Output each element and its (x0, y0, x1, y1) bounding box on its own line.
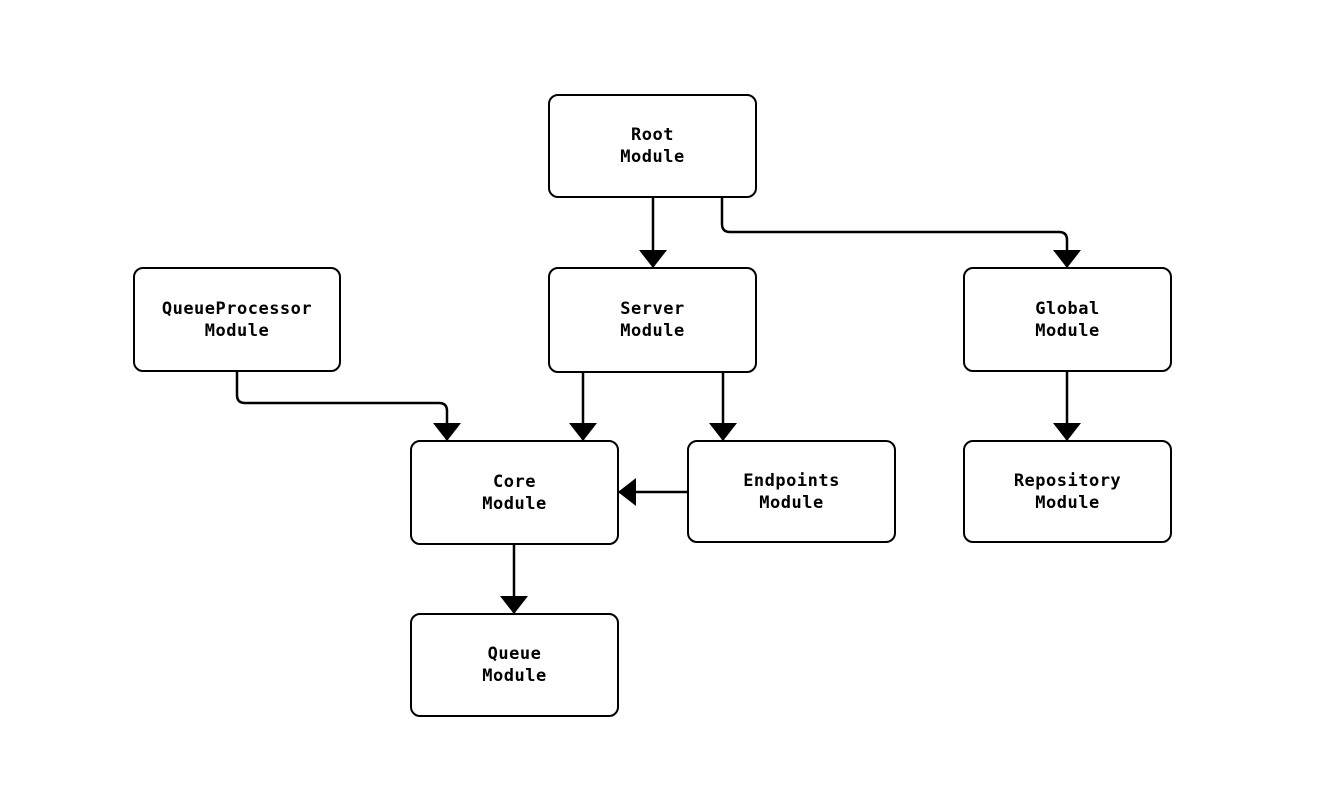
node-root-module: Root Module (548, 94, 757, 198)
node-core-module-label: Core Module (482, 471, 547, 514)
edge-root-to-global (720, 198, 1081, 268)
node-queueprocessor-module-label: QueueProcessor Module (161, 298, 313, 341)
node-global-module: Global Module (963, 267, 1172, 372)
node-endpoints-module: Endpoints Module (687, 440, 896, 543)
node-core-module: Core Module (410, 440, 619, 545)
edge-queueprocessor-to-core (235, 372, 461, 441)
node-endpoints-module-label: Endpoints Module (743, 470, 840, 513)
node-repository-module-label: Repository Module (1013, 470, 1122, 513)
node-queue-module-label: Queue Module (482, 644, 547, 686)
node-global-module-label: Global Module (1035, 298, 1100, 341)
node-queue-module: Queue Module (410, 613, 619, 717)
node-repository-module: Repository Module (963, 440, 1172, 543)
node-server-module-label: Server Module (620, 299, 685, 341)
node-server-module: Server Module (548, 267, 757, 373)
node-queueprocessor-module: QueueProcessor Module (133, 267, 341, 372)
node-root-module-label: Root Module (620, 125, 685, 167)
